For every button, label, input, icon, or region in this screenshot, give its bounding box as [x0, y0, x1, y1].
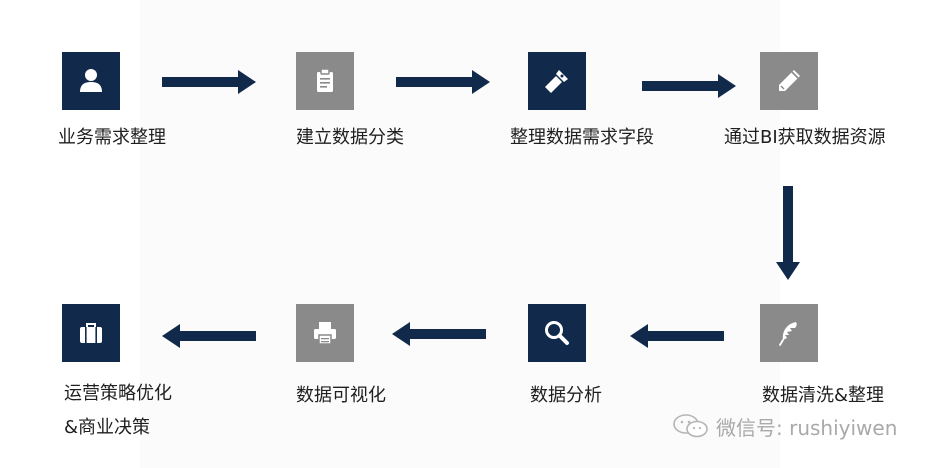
briefcase-icon [80, 323, 102, 343]
wechat-icon [673, 414, 708, 438]
step-6-tile [528, 304, 586, 362]
arrow-2-to-3 [396, 70, 490, 94]
feather-icon [779, 322, 797, 346]
step-7-label: 数据可视化 [296, 385, 386, 406]
watermark-text: 微信号: rushiyiwen [716, 415, 898, 440]
step-3-label: 整理数据需求字段 [510, 127, 654, 148]
step-5-label: 数据清洗&整理 [762, 385, 885, 406]
printer-icon [314, 322, 336, 345]
arrow-1-to-2 [162, 70, 256, 94]
step-2-label: 建立数据分类 [296, 127, 404, 148]
step-4-tile [760, 52, 818, 110]
arrow-5-to-6 [630, 324, 724, 348]
arrow-4-to-5 [776, 186, 800, 280]
arrow-3-to-4 [642, 74, 736, 98]
step-8-label-line-1: 运营策略优化 [64, 383, 172, 404]
arrow-6-to-7 [392, 322, 486, 346]
step-1-label: 业务需求整理 [58, 127, 166, 148]
clipboard-icon [317, 68, 333, 92]
search-icon [545, 321, 569, 345]
arrow-7-to-8 [162, 324, 256, 348]
step-1-tile [62, 52, 120, 110]
step-8-label-line-2: &商业决策 [64, 417, 151, 438]
step-5-tile [760, 304, 818, 362]
step-3-tile [528, 52, 586, 110]
step-4-label: 通过BI获取数据资源 [724, 127, 886, 148]
flashlight-icon [545, 70, 568, 93]
step-7-tile [296, 304, 354, 362]
step-6-label: 数据分析 [530, 385, 602, 406]
step-2-tile [296, 52, 354, 110]
wechat-watermark: 微信号: rushiyiwen [672, 412, 897, 440]
step-8-tile [62, 304, 120, 362]
pencil-icon [779, 70, 800, 91]
user-icon [80, 69, 102, 92]
